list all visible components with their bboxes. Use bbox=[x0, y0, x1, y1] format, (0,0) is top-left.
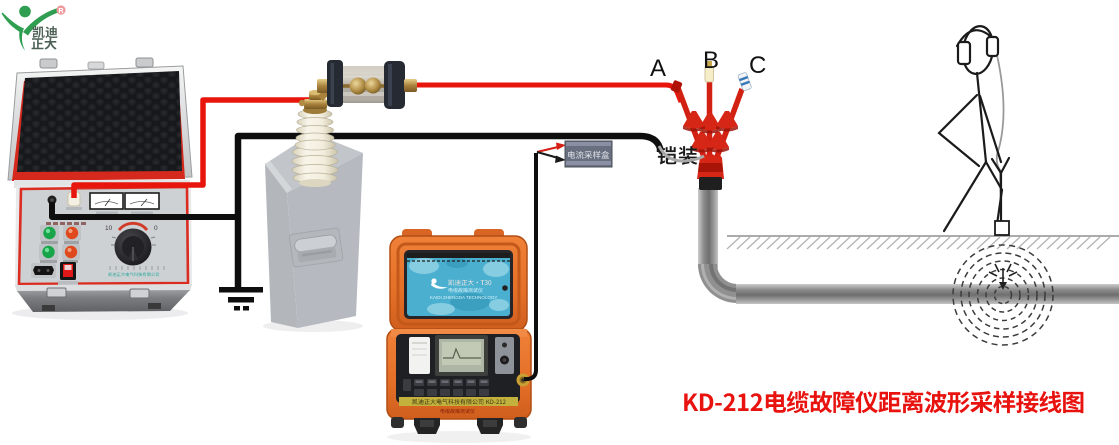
svg-text:0: 0 bbox=[154, 225, 158, 232]
svg-text:B: B bbox=[703, 47, 719, 74]
svg-text:A: A bbox=[650, 55, 666, 82]
svg-text:C: C bbox=[749, 52, 766, 79]
svg-text:R: R bbox=[58, 8, 63, 15]
svg-text:KAIDI ZHENGDA TECHNOLOGY: KAIDI ZHENGDA TECHNOLOGY bbox=[430, 295, 497, 300]
svg-text:10: 10 bbox=[105, 225, 113, 232]
